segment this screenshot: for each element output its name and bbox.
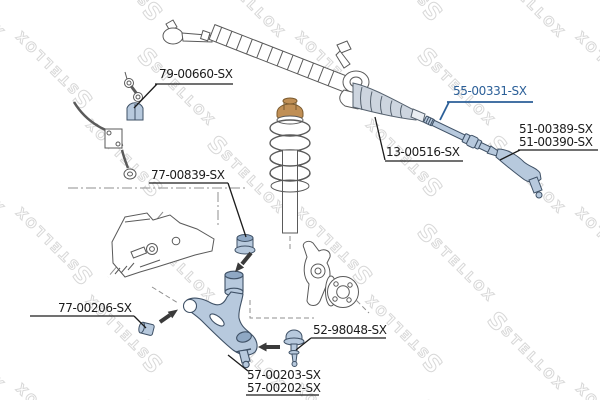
clamp-bolt [106, 130, 112, 136]
subframe-hole [171, 236, 181, 246]
spring-seat [270, 179, 310, 193]
inner-tie-rod-part [423, 115, 499, 157]
leader-55-00331-highlighted [439, 101, 533, 121]
strut-assembly-drawing [269, 97, 311, 234]
leader-79-00660 [133, 83, 233, 109]
knuckle-hub-drawing [302, 240, 359, 308]
assembly-arrows [158, 251, 280, 352]
clamp-bolt [115, 141, 121, 147]
arm-ball-stud-tip [242, 360, 250, 369]
tie-rod-end-body [495, 148, 542, 183]
leader-51-00389 [499, 149, 598, 161]
hub-bolt [332, 296, 338, 302]
bellows-boot-part [352, 82, 426, 123]
stab-link-eye-hole [126, 80, 132, 86]
subframe-drawing [111, 212, 215, 278]
arm-ball-stud [238, 349, 251, 364]
hub-bolt [346, 297, 352, 303]
part-label-52-98048-sx[interactable]: 52-98048-SX [313, 323, 387, 337]
rack-tube-ribs [215, 27, 335, 86]
part-label-77-00206-sx[interactable]: 77-00206-SX [58, 301, 132, 315]
hub-bolt [333, 281, 339, 287]
bar-end-eye [123, 168, 137, 180]
arrow-down-left [235, 262, 245, 272]
part-label-55-00331-sx-highlighted[interactable]: 55-00331-SX [453, 84, 527, 98]
arrow-up-right [167, 309, 178, 319]
leader-77-00839 [149, 182, 247, 238]
arm-rear-bushing-top [224, 270, 244, 280]
bar-end-eye-hole [127, 171, 133, 177]
part-label-51-00390-sx[interactable]: 51-00390-SX [519, 135, 593, 149]
boot-ribs [360, 86, 403, 119]
pinion-shaft-top [336, 40, 352, 54]
subframe-body [111, 212, 215, 278]
arrow-shaft [240, 251, 253, 266]
leader-13-00516 [374, 116, 463, 162]
lock-nut [199, 29, 211, 42]
ball-joint-stud-tip [291, 361, 298, 367]
subframe-details [114, 218, 161, 275]
hub-bolt [347, 282, 353, 288]
stab-link-eye [133, 92, 143, 102]
pinion-shaft [335, 50, 351, 69]
control-arm-part [182, 270, 258, 369]
dashed-kit-box [249, 300, 314, 319]
dashed-bushing-axis [151, 286, 179, 304]
leader-lines [30, 83, 598, 396]
part-label-13-00516-sx[interactable]: 13-00516-SX [386, 145, 460, 159]
subframe-hole-inner [149, 246, 155, 252]
coil-spring-front [269, 157, 311, 182]
stab-link-eye-hole [135, 94, 141, 100]
leader-52-98048 [295, 337, 386, 351]
arm-front-eye [182, 298, 198, 314]
link-stud [124, 71, 128, 80]
hub-center [336, 285, 350, 299]
control-arm-bushing-part [234, 234, 256, 255]
arm-slot-hole [209, 313, 225, 327]
ball-joint-part [283, 329, 305, 367]
stab-link-eye [124, 78, 134, 88]
subframe-slot [130, 246, 148, 259]
arrow-left [258, 342, 267, 352]
part-label-57-00203-sx[interactable]: 57-00203-SX [247, 368, 321, 382]
part-label-51-00389-sx[interactable]: 51-00389-SX [519, 122, 593, 136]
ball-stud [528, 176, 543, 194]
outer-tie-rod-end-part [495, 148, 543, 199]
bushing-flange [234, 245, 256, 255]
ball-stud-tip [535, 191, 543, 199]
arm-ball-joint-boot [236, 331, 252, 343]
boot-tip [410, 108, 426, 123]
arrow-shaft [158, 313, 172, 324]
part-label-77-00839-sx[interactable]: 77-00839-SX [151, 168, 225, 182]
knuckle-boss-hole [314, 267, 322, 275]
leader-57-00203 [227, 354, 319, 396]
thread-lines [425, 116, 434, 126]
sway-bar-clamp [104, 128, 123, 149]
strut-mount-slots [283, 103, 297, 110]
sway-bar-drawing [72, 71, 144, 180]
leader-77-00206 [30, 315, 147, 329]
part-label-79-00660-sx[interactable]: 79-00660-SX [159, 67, 233, 81]
part-label-57-00202-sx[interactable]: 57-00202-SX [247, 381, 321, 395]
